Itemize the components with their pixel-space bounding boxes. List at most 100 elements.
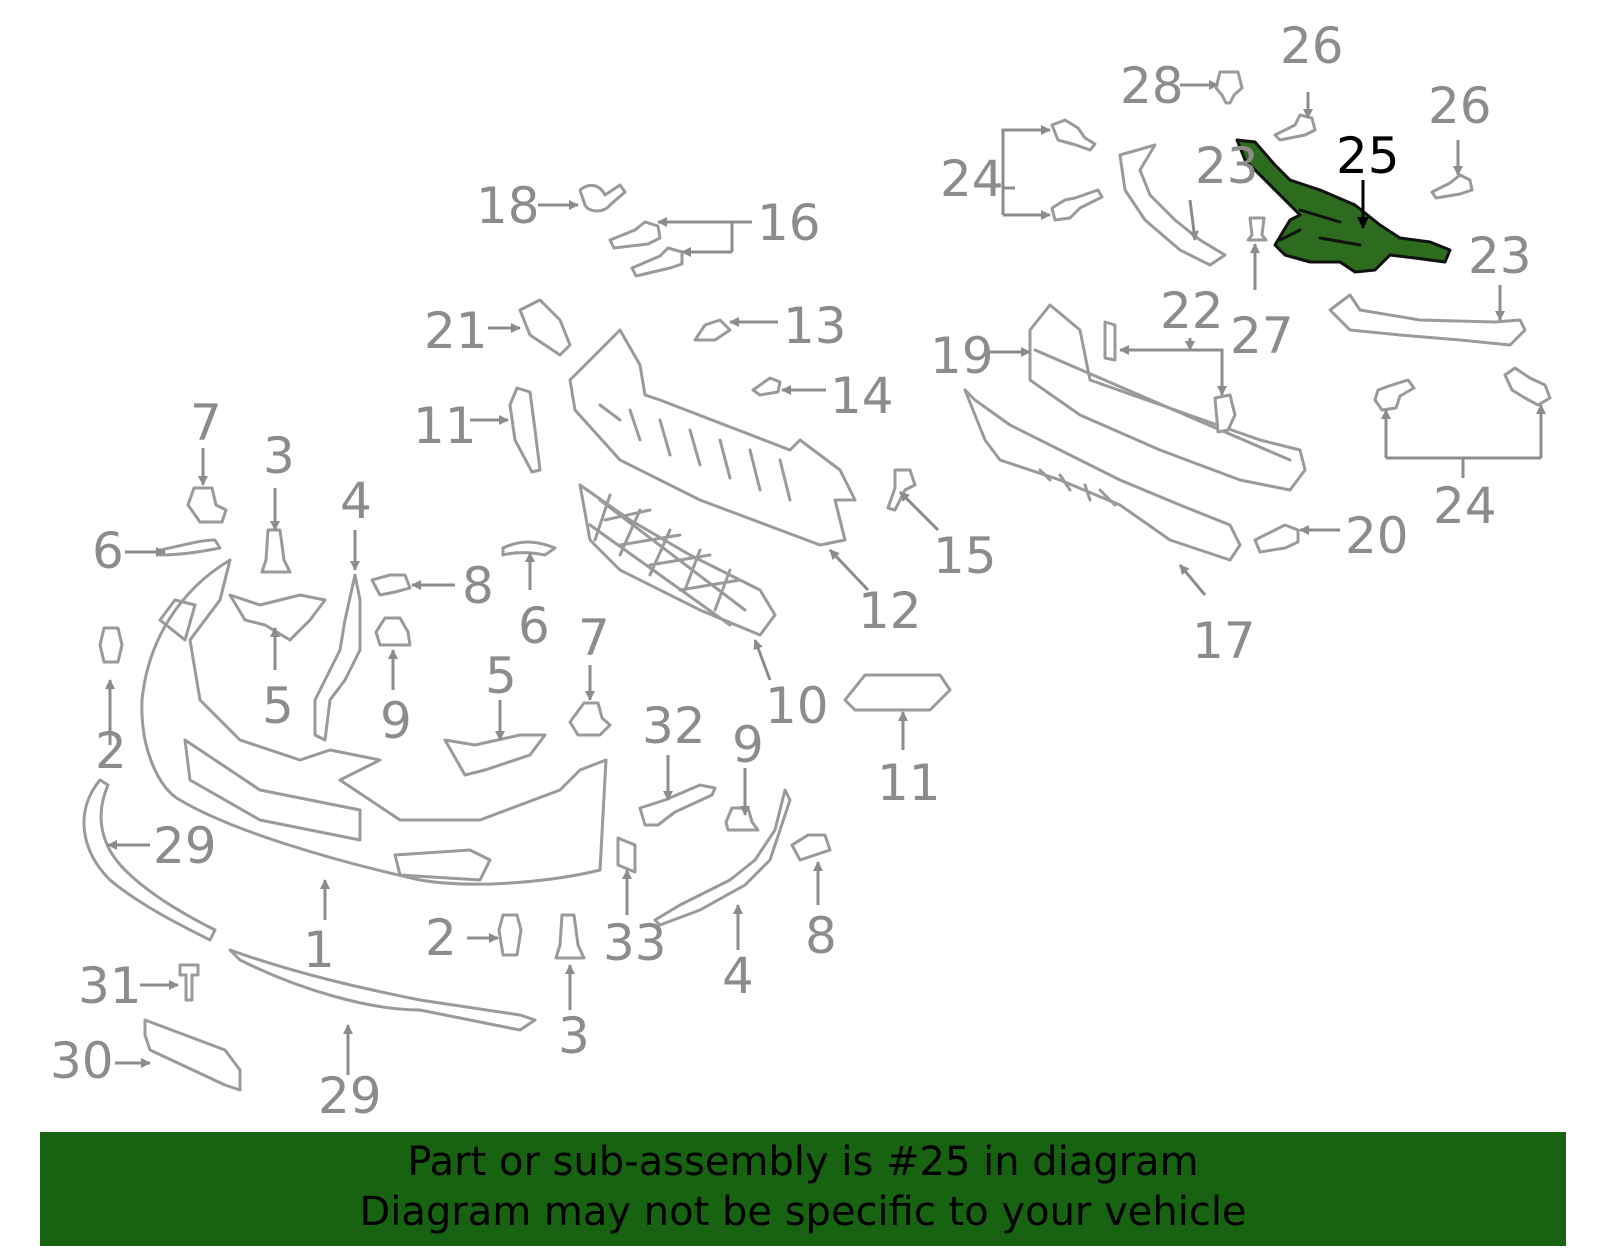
callout-18[interactable]: 18 xyxy=(476,177,540,235)
part-23-bracket-left[interactable] xyxy=(1118,143,1227,267)
part-9-nut-top[interactable] xyxy=(374,616,412,647)
callout-14[interactable]: 14 xyxy=(830,367,894,425)
part-24-bolt-c[interactable] xyxy=(1373,378,1416,412)
part-6-shim-left[interactable] xyxy=(158,538,222,557)
callout-16[interactable]: 16 xyxy=(757,194,821,252)
callout-23[interactable]: 23 xyxy=(1468,227,1532,285)
part-4-side-bracket-lower[interactable] xyxy=(653,788,792,927)
part-1-fog-light-opening xyxy=(393,848,492,882)
part-26-bolt-right[interactable] xyxy=(1430,173,1474,200)
part-5-bracket-left[interactable] xyxy=(228,593,327,642)
callout-23[interactable]: 23 xyxy=(1195,137,1259,195)
callout-28[interactable]: 28 xyxy=(1120,57,1184,115)
callout-22[interactable]: 22 xyxy=(1160,282,1224,340)
part-7-retainer-bottom[interactable] xyxy=(568,701,612,737)
part-24-bolt-a[interactable] xyxy=(1050,118,1097,152)
banner-line-disclaimer: Diagram may not be specific to your vehi… xyxy=(359,1189,1247,1235)
part-3-clip-top[interactable] xyxy=(260,528,292,574)
part-29-lower-strip[interactable] xyxy=(228,948,537,1032)
part-23-bracket-right[interactable] xyxy=(1328,293,1527,347)
part-4-side-bracket-upper[interactable] xyxy=(313,573,362,742)
callout-33[interactable]: 33 xyxy=(603,914,667,972)
part-8-push-pin-top[interactable] xyxy=(370,573,412,597)
callout-9[interactable]: 9 xyxy=(732,716,764,774)
part-14-clip[interactable] xyxy=(751,376,782,397)
callout-10[interactable]: 10 xyxy=(765,677,829,735)
callout-2[interactable]: 2 xyxy=(425,909,457,967)
callout-20[interactable]: 20 xyxy=(1345,507,1409,565)
callout-4[interactable]: 4 xyxy=(722,947,754,1005)
part-6-shim-right[interactable] xyxy=(501,540,557,557)
callout-24[interactable]: 24 xyxy=(940,150,1004,208)
callout-30[interactable]: 30 xyxy=(50,1032,114,1090)
part-25-detail xyxy=(1278,208,1362,247)
banner-line-part-number: Part or sub-assembly is #25 in diagram xyxy=(407,1139,1199,1185)
part-1-grille-opening xyxy=(183,738,362,842)
callout-32[interactable]: 32 xyxy=(642,697,706,755)
part-18-pin[interactable] xyxy=(578,183,627,213)
part-8-push-pin-bottom[interactable] xyxy=(790,833,832,862)
part-2-clip-bottom[interactable] xyxy=(497,913,523,957)
part-16-bolt-lower[interactable] xyxy=(630,246,684,278)
callout-29[interactable]: 29 xyxy=(153,817,217,875)
callout-27[interactable]: 27 xyxy=(1230,307,1294,365)
callout-13[interactable]: 13 xyxy=(783,297,847,355)
callout-26[interactable]: 26 xyxy=(1428,77,1492,135)
callout-19[interactable]: 19 xyxy=(930,327,994,385)
callout-5[interactable]: 5 xyxy=(262,677,294,735)
part-20-bolt[interactable] xyxy=(1253,523,1300,554)
callout-8[interactable]: 8 xyxy=(462,557,494,615)
part-17-reinforcement[interactable] xyxy=(963,388,1242,562)
callout-8[interactable]: 8 xyxy=(805,907,837,965)
callout-5[interactable]: 5 xyxy=(485,647,517,705)
callout-12[interactable]: 12 xyxy=(858,582,922,640)
part-5-bracket-right[interactable] xyxy=(443,733,547,777)
part-30-tow-bracket[interactable] xyxy=(143,1018,242,1092)
part-24-bolt-b[interactable] xyxy=(1050,188,1104,222)
callout-1[interactable]: 1 xyxy=(303,921,335,979)
callout-2[interactable]: 2 xyxy=(95,722,127,780)
callout-7[interactable]: 7 xyxy=(190,394,222,452)
part-21-bracket[interactable] xyxy=(518,298,572,357)
part-27-pin[interactable] xyxy=(1246,216,1268,242)
callout-15[interactable]: 15 xyxy=(933,527,997,585)
part-11-bracket-upper[interactable] xyxy=(508,386,542,474)
callout-26[interactable]: 26 xyxy=(1280,17,1344,75)
part-3-clip-bottom[interactable] xyxy=(554,913,586,960)
part-31-bolt[interactable] xyxy=(178,963,200,1002)
callout-29[interactable]: 29 xyxy=(318,1067,382,1125)
part-28-clip[interactable] xyxy=(1214,70,1244,105)
callout-7[interactable]: 7 xyxy=(578,609,610,667)
part-24-bolt-d[interactable] xyxy=(1503,366,1552,407)
part-19-bumper-beam[interactable] xyxy=(1028,303,1307,492)
part-25-highlighted-bracket[interactable] xyxy=(1235,138,1452,274)
part-2-clip-left[interactable] xyxy=(98,626,124,664)
part-32-bracket[interactable] xyxy=(638,783,717,827)
part-9-nut-bottom[interactable] xyxy=(724,806,760,832)
part-12-energy-absorber[interactable] xyxy=(568,328,857,547)
part-7-retainer-top[interactable] xyxy=(186,486,228,524)
callout-11[interactable]: 11 xyxy=(877,754,941,812)
callout-6[interactable]: 6 xyxy=(518,597,550,655)
callout-17[interactable]: 17 xyxy=(1192,612,1256,670)
part-1-bumper-cover[interactable] xyxy=(140,558,608,886)
callout-31[interactable]: 31 xyxy=(78,957,142,1015)
callout-24[interactable]: 24 xyxy=(1433,477,1497,535)
part-16-bolt-upper[interactable] xyxy=(608,220,662,250)
callout-25-highlighted[interactable]: 25 xyxy=(1336,127,1400,185)
callout-11[interactable]: 11 xyxy=(413,397,477,455)
part-13-clip[interactable] xyxy=(693,318,732,342)
callout-4[interactable]: 4 xyxy=(340,472,372,530)
part-22-spacer-lower[interactable] xyxy=(1213,393,1237,434)
callout-3[interactable]: 3 xyxy=(558,1007,590,1065)
callout-6[interactable]: 6 xyxy=(92,522,124,580)
part-11-fog-cover[interactable] xyxy=(843,673,952,712)
info-banner: Part or sub-assembly is #25 in diagram D… xyxy=(40,1132,1566,1246)
callout-9[interactable]: 9 xyxy=(380,692,412,750)
part-26-bolt-upper[interactable] xyxy=(1273,113,1317,142)
callout-21[interactable]: 21 xyxy=(424,302,488,360)
part-22-spacer-upper[interactable] xyxy=(1103,320,1117,362)
callout-3[interactable]: 3 xyxy=(263,427,295,485)
part-33-cover[interactable] xyxy=(616,836,637,874)
leader-lines xyxy=(105,80,1546,1075)
